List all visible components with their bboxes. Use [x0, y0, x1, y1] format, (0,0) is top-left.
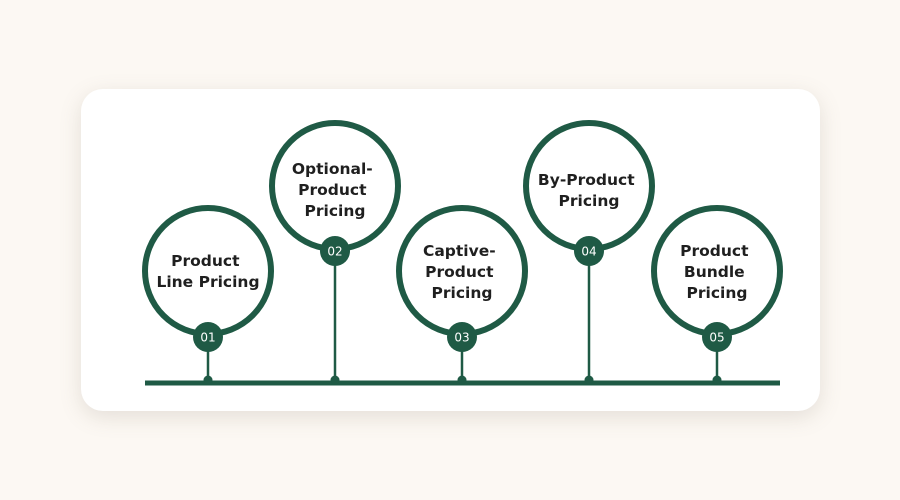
step-01-number: 01: [200, 331, 215, 345]
step-03-number: 03: [454, 331, 469, 345]
step-01: Product Line Pricing 01: [142, 205, 274, 385]
step-02-title: Optional- Product Pricing: [292, 160, 378, 220]
step-05-number: 05: [709, 331, 724, 345]
step-03-title-line-2: Product: [425, 263, 494, 281]
step-03: Captive- Product Pricing 03: [396, 205, 528, 385]
step-02-title-line-3: Pricing: [305, 202, 366, 220]
step-03-title-line-1: Captive-: [423, 242, 496, 260]
step-04-title: By-Product Pricing: [538, 171, 640, 210]
step-01-title-line-2: Line Pricing: [156, 273, 259, 291]
step-05-badge: [702, 322, 732, 352]
step-02: Optional- Product Pricing 02: [269, 120, 401, 385]
step-05-title-line-3: Pricing: [687, 284, 748, 302]
step-04: By-Product Pricing 04: [523, 120, 655, 385]
step-02-badge: [320, 236, 350, 266]
step-04-badge: [574, 236, 604, 266]
step-01-title-line-1: Product: [171, 252, 240, 270]
step-05-title-line-2: Bundle: [684, 263, 745, 281]
step-04-number: 04: [581, 245, 596, 259]
step-04-title-line-2: Pricing: [559, 192, 620, 210]
step-04-stem-dot: [584, 375, 594, 385]
step-05-stem-dot: [712, 375, 722, 385]
step-05-title-line-1: Product: [680, 242, 749, 260]
step-01-badge: [193, 322, 223, 352]
step-01-ring: [142, 205, 274, 337]
step-02-number: 02: [327, 245, 342, 259]
step-05-title: Product Bundle Pricing: [680, 242, 754, 302]
step-03-title-line-3: Pricing: [432, 284, 493, 302]
step-02-title-line-2: Product: [298, 181, 367, 199]
step-01-stem-dot: [203, 375, 213, 385]
step-01-title: Product Line Pricing: [156, 252, 259, 291]
step-03-badge: [447, 322, 477, 352]
step-04-title-line-1: By-Product: [538, 171, 635, 189]
step-05: Product Bundle Pricing 05: [651, 205, 783, 385]
step-03-stem-dot: [457, 375, 467, 385]
step-02-stem-dot: [330, 375, 340, 385]
step-03-title: Captive- Product Pricing: [423, 242, 501, 302]
step-02-title-line-1: Optional-: [292, 160, 373, 178]
